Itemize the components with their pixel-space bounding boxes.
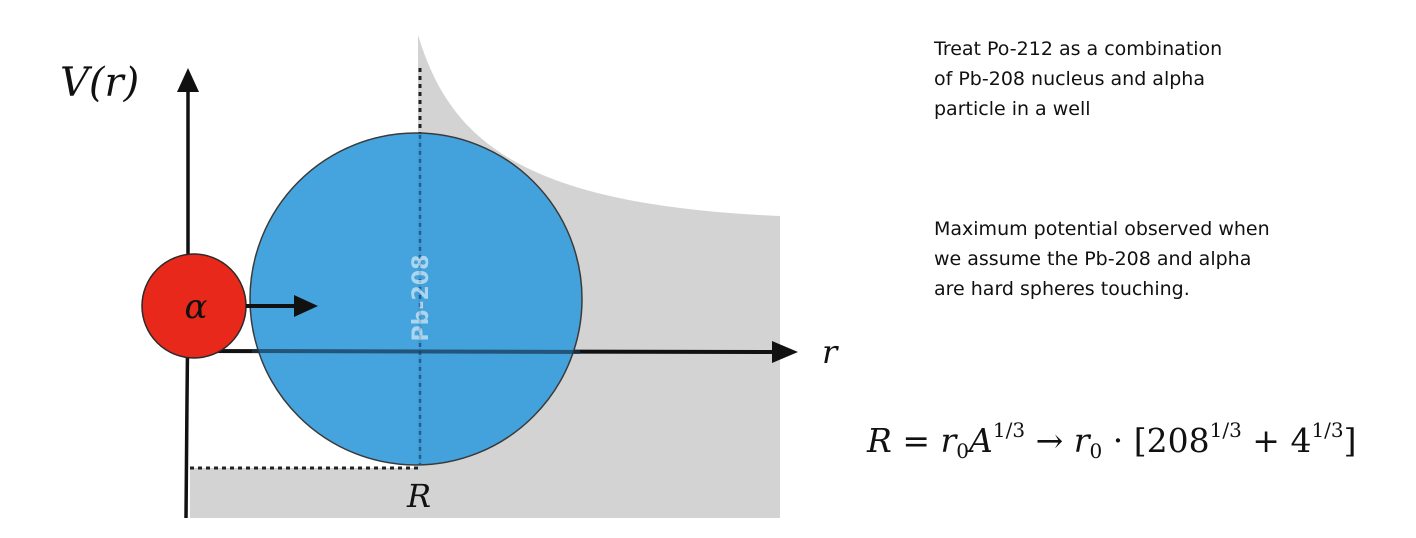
formula-4: 4 [1290,421,1312,460]
note-treat-po212: Treat Po-212 as a combination of Pb-208 … [934,38,1223,120]
formula-r: r [940,421,957,460]
alpha-symbol: α [185,287,208,327]
formula-R: R [867,421,892,460]
y-axis-arrowhead [177,68,199,92]
formula-208: 208 [1146,421,1210,460]
note-maximum-potential: Maximum potential observed when we assum… [934,218,1270,300]
radius-formula: R = r0A1/3 → r0 · [2081/3 + 41/3] [867,418,1357,463]
radius-label: R [406,477,431,515]
formula-equals: = [902,421,931,460]
formula-dot: · [1112,421,1124,460]
x-axis-label: r [822,333,839,371]
formula-bracket-close: ] [1343,421,1357,460]
formula-r0-subscript: 0 [956,439,970,463]
formula-bracket-open: [ [1133,421,1147,460]
formula-exponent-4: 1/3 [1311,418,1344,442]
x-axis-arrowhead [772,341,798,363]
x-axis-overlay [251,349,581,354]
formula-plus: + [1252,421,1280,460]
formula-A: A [969,421,993,460]
formula-r-2: r [1073,421,1090,460]
formula-exponent-208: 1/3 [1209,418,1242,442]
formula-r0-subscript-2: 0 [1089,439,1103,463]
alpha-motion-arrowhead [294,295,318,317]
pb208-label: Pb-208 [409,255,434,342]
formula-arrow: → [1035,421,1064,460]
formula-exponent: 1/3 [992,418,1026,442]
y-axis-label: V(r) [60,60,139,106]
pb208-nucleus [249,132,583,466]
